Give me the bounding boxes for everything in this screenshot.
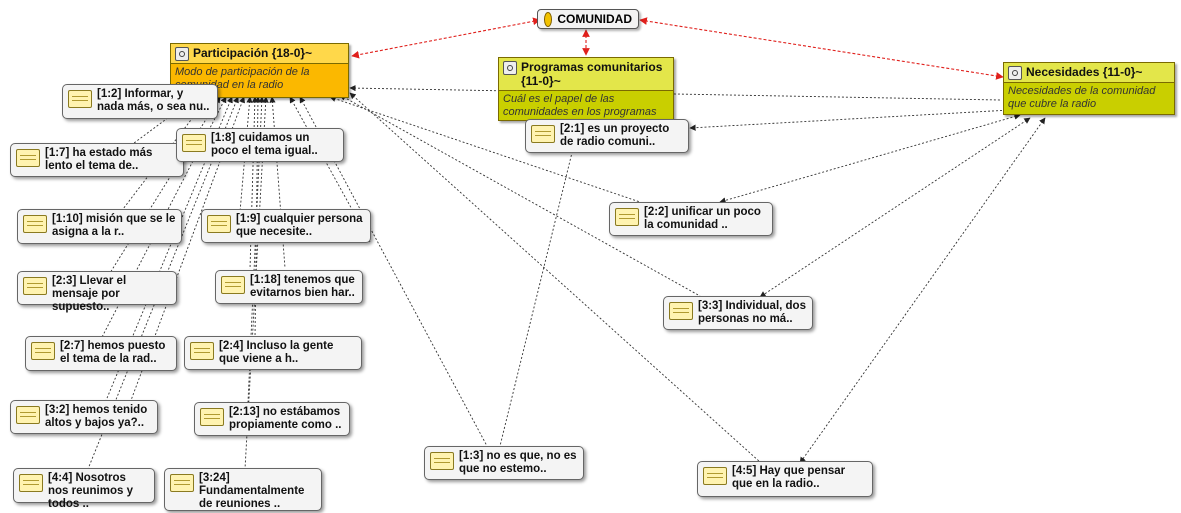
quote-text: [1:8] cuidamos un poco el tema igual.. [211,132,318,157]
quote-text: [3:3] Individual, dos personas no má.. [698,300,806,325]
quotation-icon [16,406,40,424]
family-label: COMUNIDAD [557,12,632,26]
quote-3-24[interactable]: [3:24] Fundamentalmente de reuniones .. [164,468,322,511]
quote-1-3[interactable]: [1:3] no es que, no es que no estemo.. [424,446,584,480]
quote-3-2[interactable]: [3:2] hemos tenido altos y bajos ya?.. [10,400,158,434]
quotation-icon [170,474,194,492]
quote-1-10[interactable]: [1:10] misión que se le asigna a la r.. [17,209,182,244]
quote-text: [4:4] Nosotros nos reunimos y todos .. [48,472,133,510]
quote-text: [2:2] unificar un poco la comunidad .. [644,206,761,231]
quote-1-9[interactable]: [1:9] cualquier persona que necesite.. [201,209,371,243]
family-link [639,17,1004,80]
link [499,119,582,447]
quote-2-13[interactable]: [2:13] no estábamos propiamente como .. [194,402,350,436]
quotation-icon [200,408,224,426]
quote-1-8[interactable]: [1:8] cuidamos un poco el tema igual.. [176,128,344,162]
quotation-icon [207,215,231,233]
quotation-icon [531,125,555,143]
link [249,96,258,270]
quotation-icon [669,302,693,320]
quote-2-4[interactable]: [2:4] Incluso la gente que viene a h.. [184,336,362,370]
link [759,117,1031,298]
code-comment: Necesidades de la comunidad que cubre la… [1008,85,1156,110]
link [689,107,1011,131]
quote-text: [2:3] Llevar el mensaje por supuesto.. [52,275,127,313]
code-header: Programas comunitarios {11-0}~ [499,58,673,91]
quotation-icon [19,474,43,492]
code-header: Participación {18-0}~ [171,44,348,64]
quote-text: [1:18] tenemos que evitarnos bien har.. [250,274,355,299]
code-comment: Cuál es el papel de las comunidades en l… [503,93,657,118]
code-icon [1008,66,1022,80]
quote-3-3[interactable]: [3:3] Individual, dos personas no má.. [663,296,813,330]
code-necesidades[interactable]: Necesidades {11-0}~ Necesidades de la co… [1003,62,1175,115]
quote-text: [2:1] es un proyecto de radio comuni.. [560,123,670,148]
quote-text: [4:5] Hay que pensar que en la radio.. [732,465,846,490]
link [719,113,1021,204]
quote-1-7[interactable]: [1:7] ha estado más lento el tema de.. [10,143,184,177]
code-header: Necesidades {11-0}~ [1004,63,1174,83]
quotation-icon [221,276,245,294]
link [349,84,1001,101]
quote-2-7[interactable]: [2:7] hemos puesto el tema de la rad.. [25,336,177,371]
quotation-icon [23,215,47,233]
code-participacion[interactable]: Participación {18-0}~ Modo de participac… [170,43,349,98]
quotation-icon [16,149,40,167]
quotation-icon [23,277,47,295]
quotation-icon [430,452,454,470]
quote-text: [1:9] cualquier persona que necesite.. [236,213,363,238]
quote-text: [3:2] hemos tenido altos y bajos ya?.. [45,404,148,429]
code-icon [503,61,517,75]
quote-1-18[interactable]: [1:18] tenemos que evitarnos bien har.. [215,270,363,304]
quotation-icon [703,467,727,485]
quote-text: [1:2] Informar, y nada más, o sea nu.. [97,88,210,113]
code-icon [175,47,189,61]
quote-text: [1:7] ha estado más lento el tema de.. [45,147,153,172]
quote-4-4[interactable]: [4:4] Nosotros nos reunimos y todos .. [13,468,155,510]
quotation-icon [615,208,639,226]
quote-2-1[interactable]: [2:1] es un proyecto de radio comuni.. [525,119,689,153]
family-link [351,17,541,59]
quote-text: [1:10] misión que se le asigna a la r.. [52,213,176,238]
code-label: Necesidades {11-0}~ [1026,65,1143,79]
quote-2-3[interactable]: [2:3] Llevar el mensaje por supuesto.. [17,271,177,313]
quotation-icon [190,342,214,360]
quote-2-2[interactable]: [2:2] unificar un poco la comunidad .. [609,202,773,236]
quote-text: [2:4] Incluso la gente que viene a h.. [219,340,334,365]
link [247,96,265,403]
family-comunidad[interactable]: COMUNIDAD [537,9,639,29]
link [339,94,701,297]
code-label: Programas comunitarios {11-0}~ [521,60,663,88]
code-programas[interactable]: Programas comunitarios {11-0}~ Cuál es e… [498,57,674,121]
family-icon [544,11,553,27]
code-label: Participación {18-0}~ [193,46,313,60]
link [269,96,286,269]
quote-4-5[interactable]: [4:5] Hay que pensar que en la radio.. [697,461,873,497]
quote-text: [2:13] no estábamos propiamente como .. [229,406,342,431]
link [799,117,1046,464]
link [329,95,641,203]
link [129,93,201,147]
quote-1-2[interactable]: [1:2] Informar, y nada más, o sea nu.. [62,84,218,119]
link [109,96,221,274]
quotation-icon [68,90,92,108]
quotation-icon [182,134,206,152]
quote-text: [1:3] no es que, no es que no estemo.. [459,450,577,475]
quote-text: [3:24] Fundamentalmente de reuniones .. [199,472,305,510]
quote-text: [2:7] hemos puesto el tema de la rad.. [60,340,166,365]
quotation-icon [31,342,55,360]
